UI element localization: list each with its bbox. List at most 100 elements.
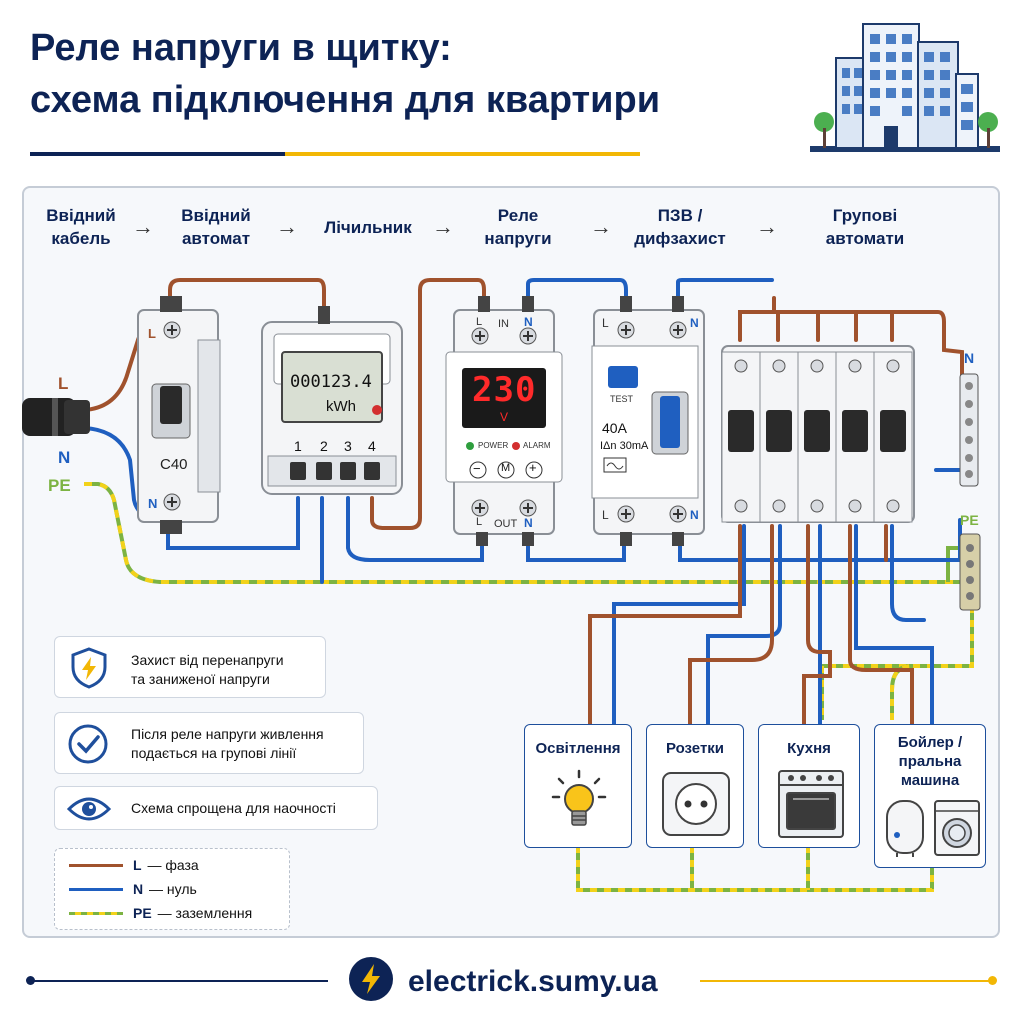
rcd-test-button[interactable]: TEST [610, 394, 634, 404]
group-breaker-1 [721, 351, 761, 523]
step-input-breaker: Ввідний автомат [168, 204, 264, 250]
rcd-device [591, 296, 705, 546]
step-label: ПЗВ / [657, 206, 703, 225]
info-box-protection: Захист від перенапруги та заниженої напр… [54, 636, 326, 698]
step-label: Групові [832, 206, 898, 225]
legend-swatch [69, 912, 123, 915]
legend-desc: — нуль [149, 881, 197, 897]
legend-text: N — нуль [133, 879, 197, 899]
title-line-1: Реле напруги в щитку: [30, 27, 452, 69]
legend-text: L — фаза [133, 855, 199, 875]
step-label: Реле [497, 206, 539, 225]
light-bulb-icon [551, 769, 607, 826]
breaker-rating: C40 [160, 456, 188, 473]
legend-text: PE — заземлення [133, 903, 252, 923]
legend-swatch [69, 864, 123, 867]
group-breaker-2 [759, 351, 799, 523]
apartment-building-icon [810, 23, 1000, 152]
rcd-bottom-l: L [602, 508, 609, 522]
load-label: машина [900, 772, 960, 789]
step-label: Лічильник [324, 218, 412, 237]
group-breakers [721, 345, 915, 523]
step-label: автомати [825, 229, 905, 248]
arrow-icon: → [132, 214, 154, 239]
step-label: кабель [51, 229, 111, 248]
legend-item-phase: L — фаза [69, 855, 279, 875]
relay-display: 230 [472, 370, 537, 410]
legend-item-pe: PE — заземлення [69, 903, 279, 923]
breaker-bottom-terminal: N [148, 496, 158, 511]
meter-reading: 000123.4 [290, 372, 372, 392]
input-cable-icon [22, 398, 90, 436]
oven-icon [778, 770, 844, 838]
neutral-wires [82, 278, 966, 732]
socket-icon [662, 772, 730, 836]
pe-busbar [959, 533, 981, 611]
info-text: та заниженої напруги [131, 671, 270, 687]
group-breaker-4 [835, 351, 875, 523]
group-breaker-5 [873, 351, 913, 523]
neutral-bus-label: N [964, 350, 975, 366]
rcd-top-l: L [602, 316, 609, 330]
step-label: дифзахист [634, 229, 726, 248]
pe-label: PE [48, 476, 71, 495]
arrow-icon: → [432, 214, 454, 239]
legend-item-neutral: N — нуль [69, 879, 279, 899]
legend: L — фаза N — нуль PE — заземлення [54, 848, 290, 930]
relay-plus-button[interactable]: + [529, 460, 537, 475]
arrow-icon: → [590, 214, 612, 239]
step-label: Ввідний [181, 206, 251, 225]
relay-display-unit: V [500, 410, 509, 424]
relay-top-l: L [476, 316, 483, 328]
voltage-relay-device [445, 296, 563, 546]
boiler-washer-icon [886, 800, 980, 857]
step-label: автомат [181, 229, 251, 248]
footer-dot-right [988, 976, 997, 985]
relay-alarm-label: ALARM [523, 441, 551, 450]
breaker-top-terminal: L [148, 326, 156, 341]
legend-key: PE [133, 905, 152, 921]
page-title: Реле напруги в щитку: схема підключення … [30, 22, 810, 126]
arrow-icon: → [756, 214, 778, 239]
relay-bottom-n: N [524, 516, 533, 530]
arrow-icon: → [276, 214, 298, 239]
load-lighting: Освітлення [524, 724, 632, 848]
step-meter: Лічильник [310, 216, 426, 239]
legend-swatch [69, 888, 123, 891]
site-link[interactable]: electrick.sumy.ua [408, 965, 658, 998]
info-text: Схема спрощена для наочності [131, 800, 336, 816]
rcd-leak-current: IΔn 30mA [600, 440, 649, 452]
step-rcd: ПЗВ / дифзахист [620, 204, 740, 250]
step-input-cable: Ввідний кабель [36, 204, 126, 250]
relay-top-n: N [524, 315, 533, 329]
info-box-simplified: Схема спрощена для наочності [54, 786, 378, 830]
relay-menu-button[interactable]: M [501, 462, 511, 474]
meter-unit: kWh [326, 398, 356, 415]
relay-minus-button[interactable]: − [473, 461, 481, 476]
rcd-rating: 40A [602, 420, 627, 436]
step-label: Ввідний [46, 206, 116, 225]
relay-top-in: IN [498, 318, 509, 330]
info-box-after-relay: Після реле напруги живлення подається на… [54, 712, 364, 774]
shield-bolt-icon [71, 647, 107, 689]
legend-desc: — фаза [147, 857, 199, 873]
electricity-meter-device [261, 306, 403, 495]
load-kitchen: Кухня [758, 724, 860, 848]
rcd-top-n: N [690, 316, 699, 330]
legend-desc: — заземлення [157, 905, 253, 921]
meter-terminal-3: 3 [344, 438, 352, 454]
neutral-busbar [959, 373, 979, 487]
load-label: пральна [898, 753, 962, 770]
footer-line-right [700, 980, 992, 982]
info-text: Після реле напруги живлення [131, 726, 324, 742]
load-label: Кухня [787, 740, 831, 757]
title-underline [30, 152, 640, 156]
step-group-breakers: Групові автомати [810, 204, 920, 250]
check-circle-icon [68, 724, 108, 764]
legend-key: L [133, 857, 142, 873]
relay-power-label: POWER [478, 441, 509, 450]
load-label: Бойлер / [897, 734, 963, 751]
rcd-bottom-n: N [690, 508, 699, 522]
info-text: Захист від перенапруги [131, 652, 284, 668]
